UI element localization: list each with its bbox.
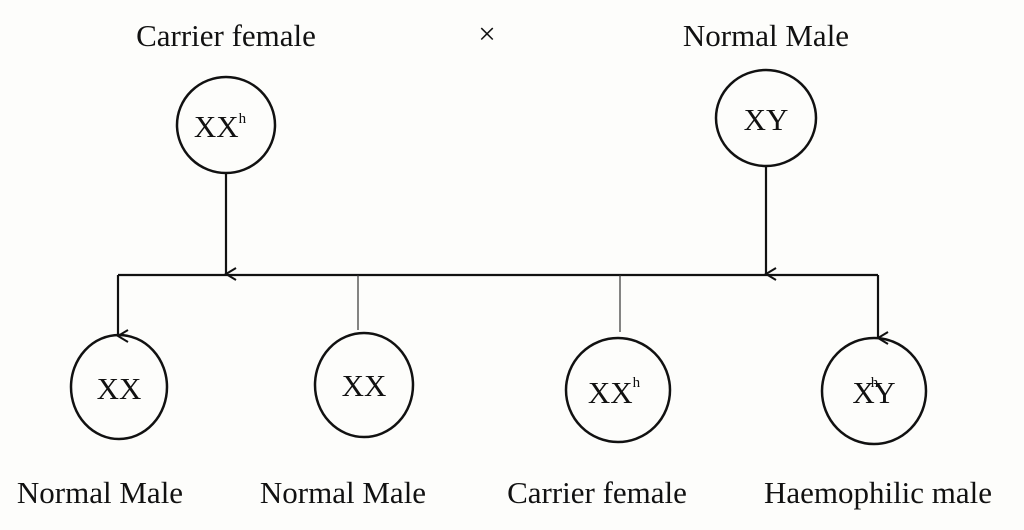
female-parent-label: Carrier female: [136, 18, 316, 53]
offspring-label: Normal Male: [260, 475, 426, 510]
offspring-label: Carrier female: [507, 475, 687, 510]
offspring-genotype: XXh: [588, 375, 641, 410]
offspring-genotype: XX: [342, 368, 387, 403]
cross-symbol: ×: [478, 16, 495, 51]
offspring-3: XXh Carrier female: [507, 336, 687, 510]
offspring-genotype: XhY: [852, 375, 895, 410]
female-parent-genotype: XXh: [194, 109, 247, 144]
offspring-4: XhY Haemophilic male: [764, 336, 992, 510]
male-parent-label: Normal Male: [683, 18, 849, 53]
offspring-2: XX Normal Male: [260, 331, 426, 510]
offspring-1: XX Normal Male: [17, 333, 183, 510]
male-parent-genotype: XY: [744, 102, 789, 137]
offspring-genotype: XX: [97, 371, 142, 406]
offspring-label: Haemophilic male: [764, 475, 992, 510]
offspring-label: Normal Male: [17, 475, 183, 510]
